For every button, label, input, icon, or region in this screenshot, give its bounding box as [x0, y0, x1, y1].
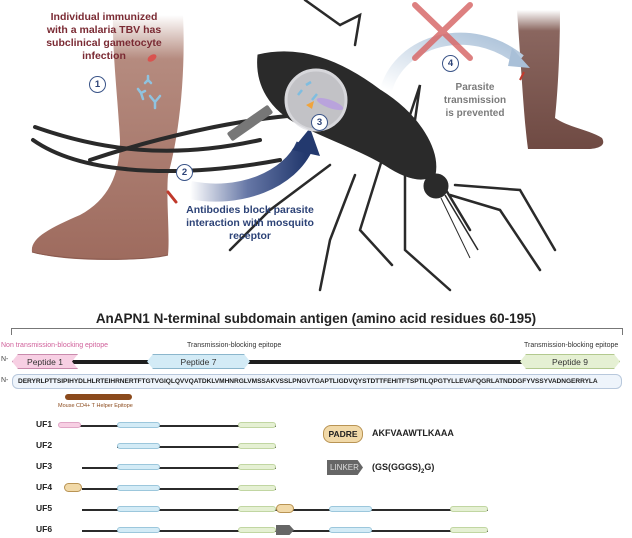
step-3-badge: 3	[311, 114, 328, 131]
linker-seq-prefix: (GS(GGGS)	[372, 462, 421, 472]
prevented-line-1: Parasite	[455, 82, 495, 93]
legend-linker-sequence: (GS(GGGS)2G)	[372, 462, 434, 475]
infected-line-4: infection	[82, 50, 126, 62]
peptide-9: Peptide 9	[520, 354, 620, 369]
parasite-icon	[147, 54, 157, 62]
construct-label-uf6: UF6	[36, 524, 53, 534]
n-terminus-label: N-	[1, 356, 9, 363]
segment-peptide-9	[238, 464, 276, 470]
step-2-badge: 2	[176, 164, 193, 181]
block-line-3: receptor	[228, 230, 271, 242]
segment-peptide-7	[329, 506, 372, 512]
linker-seq-suffix: G)	[424, 462, 435, 472]
construct-label-uf5: UF5	[36, 503, 53, 513]
tb-epitope-label-7: Transmission-blocking epitope	[187, 342, 282, 349]
segment-peptide-1	[58, 422, 81, 428]
construct-line	[80, 425, 276, 427]
infected-leg	[31, 15, 184, 260]
segment-peptide-9	[238, 527, 276, 533]
block-line-2: interaction with mosquito	[186, 217, 314, 229]
segment-peptide-9	[238, 443, 276, 449]
segment-peptide-9	[238, 485, 276, 491]
legend-padre-badge: PADRE	[323, 425, 363, 443]
small-mosquito-icon	[166, 190, 178, 204]
antigen-backbone	[60, 360, 560, 364]
segment-peptide-7	[117, 443, 160, 449]
peptide-1: Peptide 1	[12, 354, 78, 369]
segment-peptide-7	[117, 422, 160, 428]
construct-label-uf4: UF4	[36, 482, 53, 492]
segment-peptide-7	[117, 464, 160, 470]
helper-epitope-label: Mouse CD4+ T Helper Epitope	[58, 403, 133, 409]
illustration	[31, 0, 604, 292]
infected-description: Individual immunized with a malaria TBV …	[34, 11, 174, 63]
n-terminus-label-seq: N-	[1, 377, 9, 384]
segment-peptide-7	[329, 527, 372, 533]
segment-peptide-9	[238, 422, 276, 428]
step-4-badge: 4	[442, 55, 459, 72]
infected-line-2: with a malaria TBV has	[46, 24, 162, 36]
prevented-description: Parasite transmission is prevented	[436, 81, 514, 120]
antigen-title: AnAPN1 N-terminal subdomain antigen (ami…	[95, 311, 537, 326]
segment-peptide-9	[450, 527, 488, 533]
segment-peptide-9	[450, 506, 488, 512]
block-line-1: Antibodies block parasite	[186, 204, 314, 216]
peptide-7: Peptide 7	[147, 354, 250, 369]
segment-peptide-7	[117, 485, 160, 491]
segment-peptide-7	[117, 506, 160, 512]
helper-epitope-bar	[65, 394, 132, 400]
block-arrow-head	[292, 128, 320, 156]
infected-line-3: subclinical gametocyte	[46, 37, 162, 49]
blocked-cross-icon	[412, 2, 473, 61]
tb-epitope-label-9: Transmission-blocking epitope	[524, 342, 619, 349]
construct-label-uf2: UF2	[36, 440, 53, 450]
step-1-badge: 1	[89, 76, 106, 93]
legend-padre-sequence: AKFVAAWTLKAAA	[372, 428, 454, 438]
segment-linker	[276, 525, 294, 535]
segment-padre	[276, 504, 294, 513]
mosquito-bite-icon	[519, 71, 525, 81]
antibody-icons	[136, 74, 162, 110]
prevented-line-2: transmission	[443, 95, 507, 106]
construct-line	[82, 488, 276, 490]
segment-padre	[64, 483, 82, 492]
antigen-bracket	[11, 328, 623, 335]
segment-peptide-9	[238, 506, 276, 512]
construct-label-uf3: UF3	[36, 461, 53, 471]
prevented-line-3: is prevented	[445, 108, 505, 119]
transmission-arc	[380, 32, 524, 92]
block-description: Antibodies block parasite interaction wi…	[180, 204, 320, 243]
infected-line-1: Individual immunized	[50, 11, 158, 23]
segment-peptide-7	[117, 527, 160, 533]
construct-line	[117, 446, 276, 448]
construct-label-uf1: UF1	[36, 419, 53, 429]
linker-seq-sub: 2	[421, 468, 425, 475]
transmission-arc-head	[508, 48, 530, 68]
non-tb-epitope-label: Non transmission-blocking epitope	[1, 342, 108, 349]
protected-leg	[517, 10, 604, 149]
legend-linker-badge: LINKER	[327, 460, 363, 475]
construct-line	[82, 467, 276, 469]
block-arrow	[188, 140, 314, 202]
amino-acid-sequence: DERYRLPTTSIPIHYDLHLRTEIHRNERTFTGTVGIQLQV…	[12, 374, 622, 389]
